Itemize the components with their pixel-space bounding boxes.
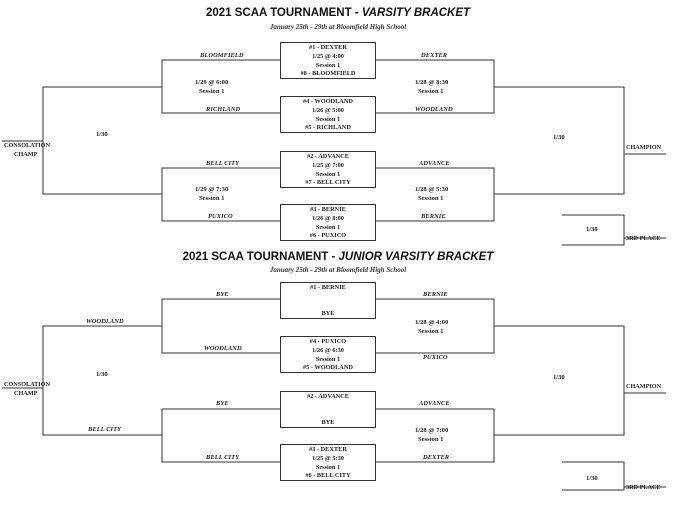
game-session: Session 1 [315, 171, 341, 178]
semi-time: 1/28 @ 8:30 [415, 79, 449, 86]
right-team-label: BERNIE [421, 213, 446, 220]
game-top-team: #3 - BERNIE [310, 206, 346, 213]
game-bottom-team: #8 - BLOOMFIELD [300, 70, 356, 77]
right-team-label: ADVANCE [419, 400, 450, 407]
game-top-team: #4 - WOODLAND [303, 98, 353, 105]
jv-game-box: #4 - PUXICO 1/26 @ 6:30 Session 1 #5 - W… [280, 336, 376, 373]
consolation-label: CONSOLATION [4, 142, 50, 149]
game-bottom-team: #5 - WOODLAND [303, 364, 353, 371]
varsity-game-box: #1 - DEXTER 1/25 @ 4:00 Session 1 #8 - B… [280, 42, 376, 79]
game-bottom-team: #6 - BELL CITY [305, 472, 351, 479]
semi-session: Session 1 [418, 195, 444, 202]
game-session: Session 1 [315, 356, 341, 363]
game-session: Session 1 [315, 224, 341, 231]
semi-session: Session 1 [199, 88, 225, 95]
left-team-label: BYE [216, 400, 229, 407]
game-time: 1/26 @ 6:30 [312, 347, 344, 354]
jv-game-box: #3 - DEXTER 1/25 @ 5:30 Session 1 #6 - B… [280, 444, 376, 481]
jv-game-box: #1 - BERNIE BYE [280, 282, 376, 319]
game-session: Session 1 [315, 464, 341, 471]
jv-title: 2021 SCAA TOURNAMENT - JUNIOR VARSITY BR… [0, 251, 676, 264]
game-time: 1/26 @ 8:00 [312, 215, 344, 222]
game-top-team: #4 - PUXICO [309, 338, 347, 345]
third-place-date: 1/30 [586, 475, 598, 482]
game-top-team: #3 - DEXTER [309, 446, 347, 453]
left-team-label: WOODLAND [204, 345, 242, 352]
jv-title-main: 2021 SCAA TOURNAMENT - [182, 251, 339, 263]
left-outer-team-label: BELL CITY [88, 426, 122, 433]
consolation-label: CONSOLATION [4, 381, 50, 388]
varsity-title-italic: VARSITY BRACKET [361, 7, 471, 19]
varsity-game-box: #3 - BERNIE 1/26 @ 8:00 Session 1 #6 - P… [280, 204, 376, 241]
semi-time: 1/29 @ 6:00 [195, 79, 229, 86]
semi-time: 1/28 @ 4:00 [415, 319, 449, 326]
game-time: 1/25 @ 7:00 [312, 162, 344, 169]
game-top-team: #1 - DEXTER [309, 44, 347, 51]
third-place-label: 3RD PLACE [626, 484, 661, 491]
varsity-title: 2021 SCAA TOURNAMENT - VARSITY BRACKET [0, 7, 676, 20]
left-team-label: BELL CITY [206, 160, 240, 167]
left-outer-team-label: WOODLAND [86, 318, 124, 325]
game-time: 1/25 @ 5:30 [312, 455, 344, 462]
game-time: 1/26 @ 5:00 [312, 107, 344, 114]
consolation-label: CHAMP [14, 390, 38, 397]
varsity-game-box: #2 - ADVANCE 1/25 @ 7:00 Session 1 #7 - … [280, 151, 376, 188]
jv-subtitle: January 25th - 29th at Bloomfield High S… [269, 266, 407, 274]
game-bottom-team: BYE [321, 419, 335, 426]
game-session: Session 1 [315, 116, 341, 123]
consolation-label: CHAMP [14, 151, 38, 158]
game-session: Session 1 [315, 62, 341, 69]
varsity-subtitle: January 25th - 29th at Bloomfield High S… [269, 23, 407, 31]
semi-session: Session 1 [199, 195, 225, 202]
right-final-date: 1/30 [553, 374, 565, 381]
third-place-date: 1/30 [586, 226, 598, 233]
right-team-label: ADVANCE [419, 160, 450, 167]
left-team-label: BLOOMFIELD [200, 52, 244, 59]
right-final-date: 1/30 [553, 134, 565, 141]
game-bottom-team: #7 - BELL CITY [305, 179, 351, 186]
champion-label: CHAMPION [626, 383, 662, 390]
jv-game-box: #2 - ADVANCE BYE [280, 391, 376, 428]
varsity-title-main: 2021 SCAA TOURNAMENT - [205, 7, 362, 19]
semi-session: Session 1 [418, 436, 444, 443]
left-team-label: RICHLAND [206, 106, 241, 113]
game-top-team: #1 - BERNIE [310, 284, 346, 291]
right-team-label: WOODLAND [415, 106, 453, 113]
varsity-game-box: #4 - WOODLAND 1/26 @ 5:00 Session 1 #5 -… [280, 96, 376, 133]
semi-session: Session 1 [418, 88, 444, 95]
game-time: 1/25 @ 4:00 [312, 53, 344, 60]
champion-label: CHAMPION [626, 144, 662, 151]
game-top-team: #2 - ADVANCE [307, 153, 349, 160]
right-team-label: DEXTER [423, 454, 450, 461]
game-bottom-team: BYE [321, 310, 335, 317]
semi-time: 1/28 @ 7:00 [415, 427, 449, 434]
left-team-label: PUXICO [208, 213, 233, 220]
right-team-label: PUXICO [423, 354, 448, 361]
game-top-team: #2 - ADVANCE [307, 393, 349, 400]
left-final-date: 1/30 [96, 371, 108, 378]
semi-session: Session 1 [418, 328, 444, 335]
jv-title-italic: JUNIOR VARSITY BRACKET [338, 251, 494, 263]
left-team-label: BYE [216, 291, 229, 298]
left-team-label: BELL CITY [206, 454, 240, 461]
right-team-label: BERNIE [423, 291, 448, 298]
semi-time: 1/29 @ 7:30 [195, 186, 229, 193]
third-place-label: 3RD PLACE [626, 235, 661, 242]
left-final-date: 1/30 [96, 131, 108, 138]
game-bottom-team: #6 - PUXICO [309, 232, 347, 239]
game-bottom-team: #5 - RICHLAND [305, 124, 351, 131]
semi-time: 1/28 @ 5:30 [415, 186, 449, 193]
right-team-label: DEXTER [421, 52, 448, 59]
